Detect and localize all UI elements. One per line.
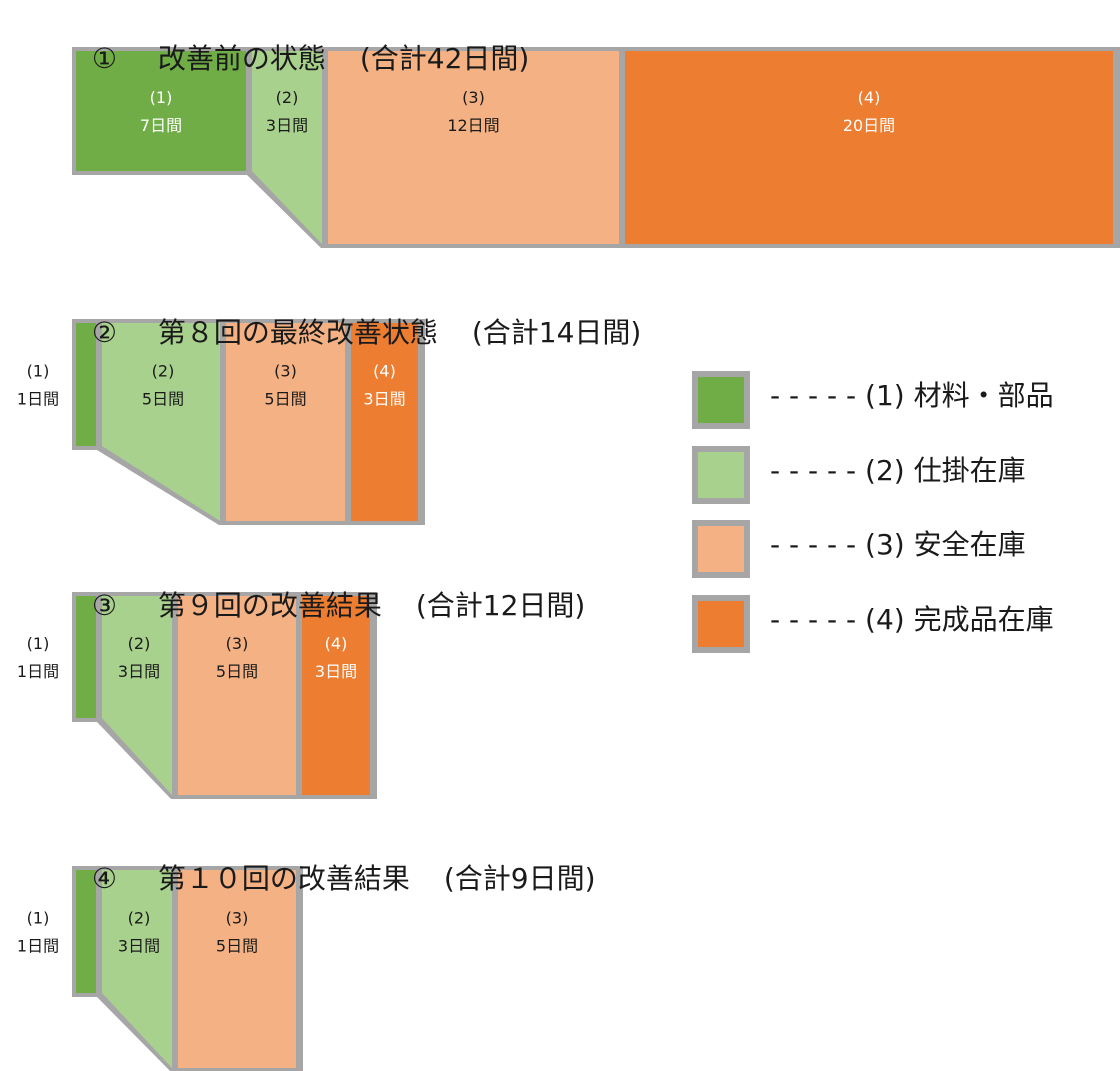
stage-3-label-code-finished: (4) <box>325 634 348 653</box>
stage-3-label-days-safety: 5日間 <box>216 662 258 681</box>
stage-2-number: ② <box>91 316 117 349</box>
stage-1-segment-wip <box>252 51 322 244</box>
stage-1-name: 改善前の状態 <box>157 42 326 75</box>
legend-swatch-materials <box>692 371 750 429</box>
stage-2-label-code-materials: (1) <box>27 362 50 381</box>
stage-1-label-days-materials: 7日間 <box>140 116 182 135</box>
legend-swatch-safety <box>692 520 750 578</box>
legend-label-finished: - - - - - (4) 完成品在庫 <box>770 603 1054 636</box>
stage-1-total: (合計42日間) <box>359 42 530 75</box>
stage-3-blocks: (1) 1日間 (2) 3日間 (3) 5日間 (4) 3日間 <box>17 592 377 799</box>
stage-4-blocks: (1) 1日間 (2) 3日間 (3) 5日間 <box>17 866 303 1071</box>
stage-3-label-days-finished: 3日間 <box>315 662 357 681</box>
stage-3-label-code-wip: (2) <box>128 634 151 653</box>
stage-3-segment-wip <box>102 596 172 795</box>
stage-3-label-code-materials: (1) <box>27 634 50 653</box>
legend-label-safety: - - - - - (3) 安全在庫 <box>770 528 1026 561</box>
stage-2-segment-finished <box>351 323 418 521</box>
stage-4-total: (合計9日間) <box>443 862 596 895</box>
stage-4-name: 第１０回の改善結果 <box>157 862 410 895</box>
stage-3-total: (合計12日間) <box>415 589 586 622</box>
stage-4-segment-materials <box>76 870 96 993</box>
stage-1-label-code-safety: (3) <box>462 88 485 107</box>
stage-1-segment-materials <box>76 51 246 171</box>
stage-2-segment-wip <box>102 323 220 521</box>
stage-2-name: 第８回の最終改善状態 <box>157 316 438 349</box>
legend-swatch-wip <box>692 446 750 504</box>
stage-4-segment-wip <box>102 870 172 1068</box>
stage-3-title: ③ 第９回の改善結果 (合計12日間) <box>74 555 586 623</box>
stage-3-segment-finished <box>302 596 370 795</box>
stage-1-number: ① <box>91 42 117 75</box>
stage-1-label-days-finished: 20日間 <box>843 116 895 135</box>
stage-1-title: ① 改善前の状態 (合計42日間) <box>74 8 530 76</box>
stage-3-label-days-materials: 1日間 <box>17 662 59 681</box>
stage-4-number: ④ <box>91 862 117 895</box>
stage-1-segment-finished <box>625 51 1113 244</box>
stage-1-label-code-materials: (1) <box>150 88 173 107</box>
stage-1-blocks: (1) 7日間 (2) 3日間 (3) 12日間 (4) 20日間 <box>72 47 1120 248</box>
stage-4-label-days-wip: 3日間 <box>118 937 160 956</box>
stage-1-segment-safety <box>328 51 619 244</box>
stage-2-label-days-finished: 3日間 <box>363 390 405 409</box>
stage-2-label-days-wip: 5日間 <box>142 390 184 409</box>
legend-swatch-finished <box>692 595 750 653</box>
stage-2-blocks: (1) 1日間 (2) 5日間 (3) 5日間 (4) 3日間 <box>17 319 425 525</box>
stage-3-number: ③ <box>91 589 117 622</box>
stage-4-title: ④ 第１０回の改善結果 (合計9日間) <box>74 828 596 896</box>
stage-3-segment-safety <box>178 596 296 795</box>
stage-4-label-days-materials: 1日間 <box>17 937 59 956</box>
stage-2-label-code-finished: (4) <box>373 362 396 381</box>
stage-1-label-days-safety: 12日間 <box>447 116 499 135</box>
stage-3-label-code-safety: (3) <box>226 634 249 653</box>
stage-1-label-code-finished: (4) <box>858 88 881 107</box>
stage-2-segment-safety <box>226 323 345 521</box>
stage-4-label-days-safety: 5日間 <box>216 937 258 956</box>
stage-1-label-code-wip: (2) <box>276 88 299 107</box>
stage-4-label-code-safety: (3) <box>226 909 249 928</box>
stage-2-title: ② 第８回の最終改善状態 (合計14日間) <box>74 282 642 350</box>
stage-2-label-code-wip: (2) <box>152 362 175 381</box>
stage-2-label-code-safety: (3) <box>274 362 297 381</box>
stage-3-label-days-wip: 3日間 <box>118 662 160 681</box>
stage-3-segment-materials <box>76 596 96 718</box>
stage-1-label-days-wip: 3日間 <box>266 116 308 135</box>
stage-2-label-days-safety: 5日間 <box>264 390 306 409</box>
stage-4-label-code-materials: (1) <box>27 909 50 928</box>
stage-2-segment-materials <box>76 323 96 446</box>
legend-label-wip: - - - - - (2) 仕掛在庫 <box>770 454 1026 487</box>
stage-4-segment-safety <box>178 870 296 1068</box>
stage-4-label-code-wip: (2) <box>128 909 151 928</box>
legend-label-materials: - - - - - (1) 材料・部品 <box>770 379 1054 412</box>
stage-3-name: 第９回の改善結果 <box>157 589 382 622</box>
stage-2-total: (合計14日間) <box>471 316 642 349</box>
stage-2-label-days-materials: 1日間 <box>17 390 59 409</box>
